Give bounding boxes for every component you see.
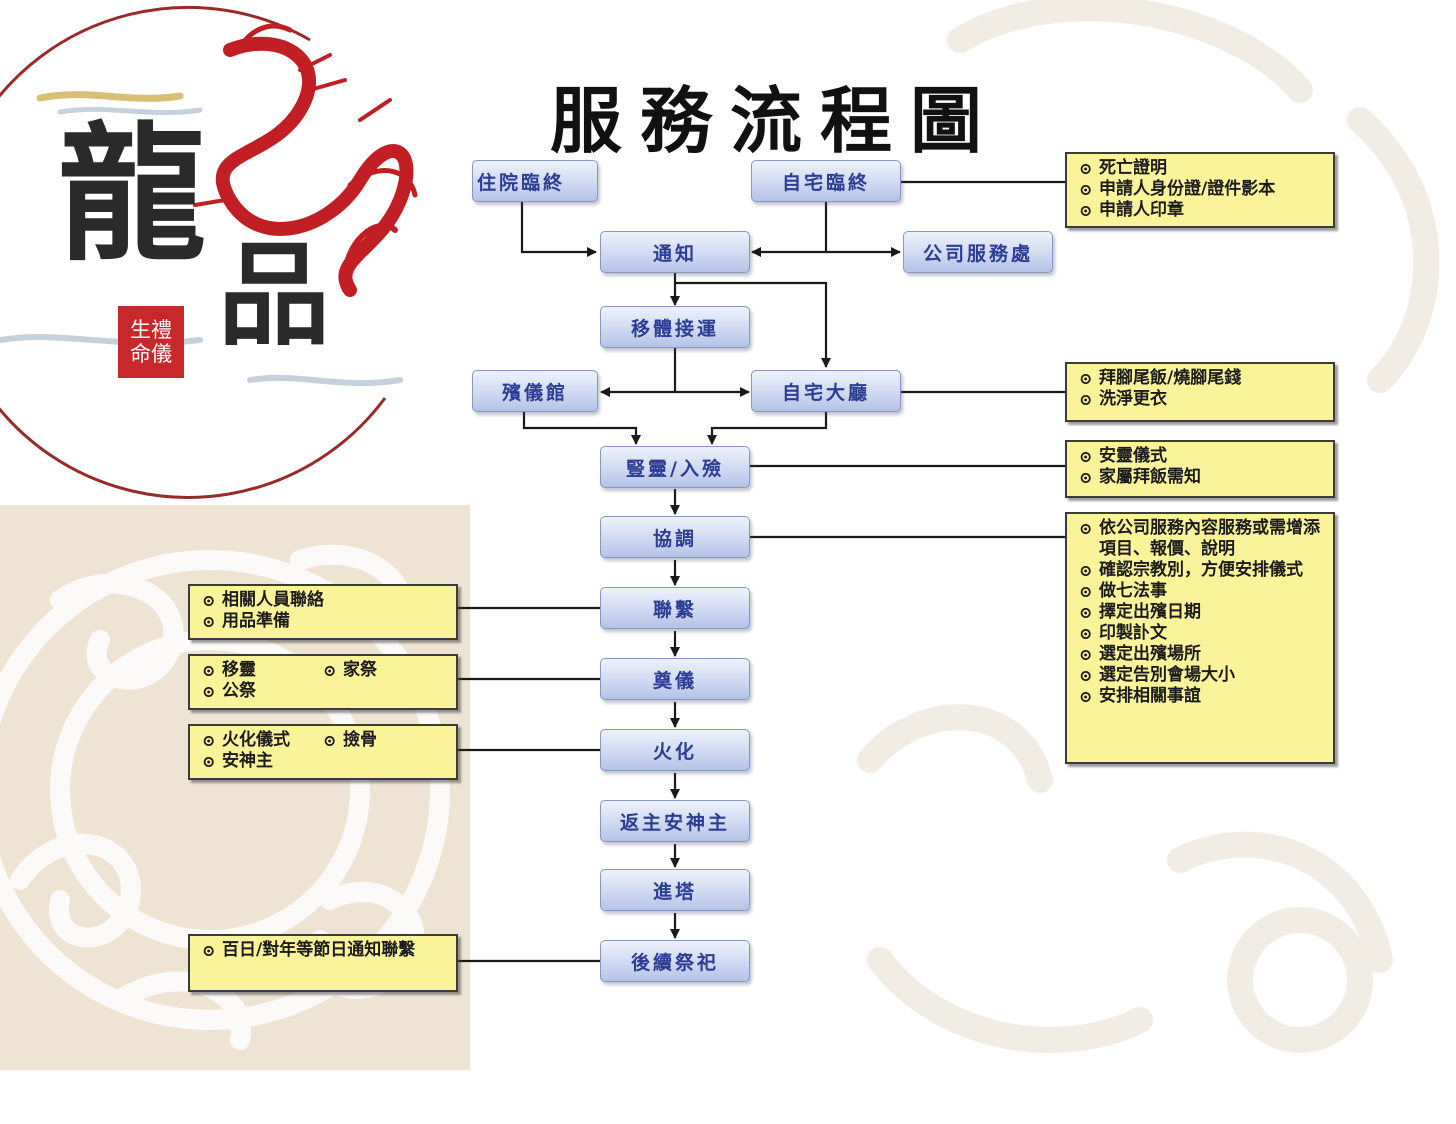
note-item: 撿骨 — [323, 730, 444, 751]
note-item: 做七法事 — [1079, 581, 1321, 602]
logo-character-pin: 品 — [218, 230, 330, 361]
logo-character-long: 龍 — [58, 107, 206, 281]
note-encoffin: 安靈儀式 家屬拜飯需知 — [1065, 440, 1335, 498]
logo: 龍 品 生禮 命儀 — [0, 0, 470, 400]
node-home-death: 自宅臨終 — [751, 160, 901, 202]
node-coordinate: 協調 — [600, 516, 750, 558]
note-ceremony: 移靈 家祭 公祭 — [188, 654, 458, 710]
node-encoffin: 豎靈/入殮 — [600, 446, 750, 488]
note-cremation: 火化儀式 撿骨 安神主 — [188, 724, 458, 780]
connector-hospital-notify — [520, 202, 597, 257]
connector-home-notify — [751, 202, 828, 257]
logo-artwork — [0, 5, 470, 499]
note-item: 死亡證明 — [1079, 158, 1321, 179]
node-home-hall: 自宅大廳 — [751, 370, 901, 412]
node-transport: 移體接運 — [600, 306, 750, 348]
connector-hall-encoffin — [707, 412, 828, 445]
background-cloud-pattern — [857, 0, 1440, 1053]
node-notify: 通知 — [600, 231, 750, 273]
note-item: 選定告別會場大小 — [1079, 665, 1321, 686]
page-title: 服務流程圖 — [550, 78, 1001, 163]
node-follow-up: 後續祭祀 — [600, 940, 750, 982]
note-item: 家屬拜飯需知 — [1079, 467, 1321, 488]
note-item: 洗淨更衣 — [1079, 389, 1321, 410]
note-follow-up: 百日/對年等節日通知聯繫 — [188, 934, 458, 992]
note-item: 相關人員聯絡 — [202, 590, 444, 611]
node-return-home: 返主安神主 — [600, 800, 750, 842]
note-item: 依公司服務內容服務或需增添項目、報價、說明 — [1079, 518, 1321, 560]
note-item: 申請人印章 — [1079, 200, 1321, 221]
node-cremation: 火化 — [600, 729, 750, 771]
note-item: 百日/對年等節日通知聯繫 — [202, 940, 444, 961]
node-tower: 進塔 — [600, 869, 750, 911]
note-item: 安靈儀式 — [1079, 446, 1321, 467]
seal-line-2: 命儀 — [130, 342, 172, 366]
logo-seal: 生禮 命儀 — [118, 306, 184, 378]
note-contact: 相關人員聯絡 用品準備 — [188, 584, 458, 640]
note-item: 家祭 — [323, 660, 444, 681]
note-item: 移靈 — [202, 660, 323, 681]
note-item: 拜腳尾飯/燒腳尾錢 — [1079, 368, 1321, 389]
dragon-icon — [193, 23, 418, 297]
note-death-documents: 死亡證明 申請人身份證/證件影本 申請人印章 — [1065, 152, 1335, 228]
node-company-office: 公司服務處 — [903, 231, 1053, 273]
note-item: 公祭 — [202, 681, 444, 702]
node-contact: 聯繫 — [600, 587, 750, 629]
connectors — [458, 180, 1065, 963]
note-item: 選定出殯場所 — [1079, 644, 1321, 665]
node-hospital-death: 住院臨終 — [472, 160, 598, 202]
note-item: 印製訃文 — [1079, 623, 1321, 644]
note-coordinate: 依公司服務內容服務或需增添項目、報價、說明 確認宗教別，方便安排儀式 做七法事 … — [1065, 512, 1335, 764]
note-item: 申請人身份證/證件影本 — [1079, 179, 1321, 200]
note-item: 確認宗教別，方便安排儀式 — [1079, 560, 1321, 581]
note-item: 用品準備 — [202, 611, 444, 632]
note-item: 安排相關事誼 — [1079, 686, 1321, 707]
connector-funeral-encoffin — [522, 412, 641, 445]
connector-notify-hall — [675, 281, 831, 368]
note-item: 安神主 — [202, 751, 444, 772]
node-ceremony: 奠儀 — [600, 658, 750, 700]
note-home-hall: 拜腳尾飯/燒腳尾錢 洗淨更衣 — [1065, 362, 1335, 422]
note-item: 擇定出殯日期 — [1079, 602, 1321, 623]
node-funeral-home: 殯儀館 — [472, 370, 598, 412]
note-item: 火化儀式 — [202, 730, 323, 751]
seal-line-1: 生禮 — [130, 318, 172, 342]
